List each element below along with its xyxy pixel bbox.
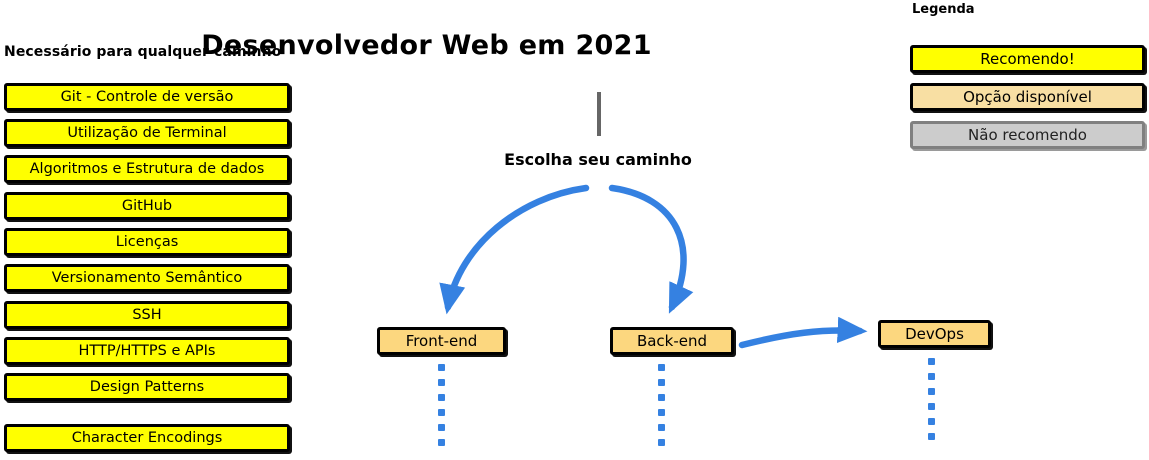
required-item-http-apis[interactable]: HTTP/HTTPS e APIs <box>4 337 290 365</box>
flow-caption: Escolha seu caminho <box>504 150 692 169</box>
dotted-continuation-devops <box>928 358 935 448</box>
required-section-heading: Necessário para qualquer caminho <box>4 44 282 60</box>
path-node-backend[interactable]: Back-end <box>610 327 734 355</box>
required-item-label: GitHub <box>121 197 173 214</box>
required-item-label: Versionamento Semântico <box>51 269 243 286</box>
legend-item-label: Opção disponível <box>963 87 1092 106</box>
required-item-versionamento-semantico[interactable]: Versionamento Semântico <box>4 264 290 292</box>
required-item-label: Git - Controle de versão <box>60 88 234 105</box>
required-item-github[interactable]: GitHub <box>4 192 290 220</box>
required-item-label: Licenças <box>115 233 179 250</box>
required-item-git[interactable]: Git - Controle de versão <box>4 83 290 111</box>
dotted-continuation-frontend <box>438 364 445 454</box>
required-item-licencas[interactable]: Licenças <box>4 228 290 256</box>
dotted-continuation-backend <box>658 364 665 454</box>
path-node-label: Front-end <box>405 331 478 350</box>
legend-item-recomendo: Recomendo! <box>910 45 1145 73</box>
legend-item-label: Recomendo! <box>980 49 1075 68</box>
required-item-label: Design Patterns <box>89 378 205 395</box>
required-item-character-encodings[interactable]: Character Encodings <box>4 424 290 452</box>
required-item-label: SSH <box>132 306 162 323</box>
required-item-ssh[interactable]: SSH <box>4 301 290 329</box>
path-node-frontend[interactable]: Front-end <box>377 327 506 355</box>
flow-stem-line <box>597 92 601 136</box>
required-item-design-patterns[interactable]: Design Patterns <box>4 373 290 401</box>
path-node-label: DevOps <box>905 324 964 343</box>
required-item-label: Algoritmos e Estrutura de dados <box>29 160 265 177</box>
path-node-label: Back-end <box>636 331 708 350</box>
required-item-label: Character Encodings <box>71 429 223 446</box>
legend-title: Legenda <box>912 2 975 17</box>
required-item-label: Utilização de Terminal <box>67 124 227 141</box>
required-item-algoritmos[interactable]: Algoritmos e Estrutura de dados <box>4 155 290 183</box>
legend-item-nao-recomendo: Não recomendo <box>910 121 1145 149</box>
required-item-label: HTTP/HTTPS e APIs <box>78 342 216 359</box>
required-item-terminal[interactable]: Utilização de Terminal <box>4 119 290 147</box>
legend-item-opcao-disponivel: Opção disponível <box>910 83 1145 111</box>
legend-item-label: Não recomendo <box>968 125 1087 144</box>
path-node-devops[interactable]: DevOps <box>878 320 991 348</box>
